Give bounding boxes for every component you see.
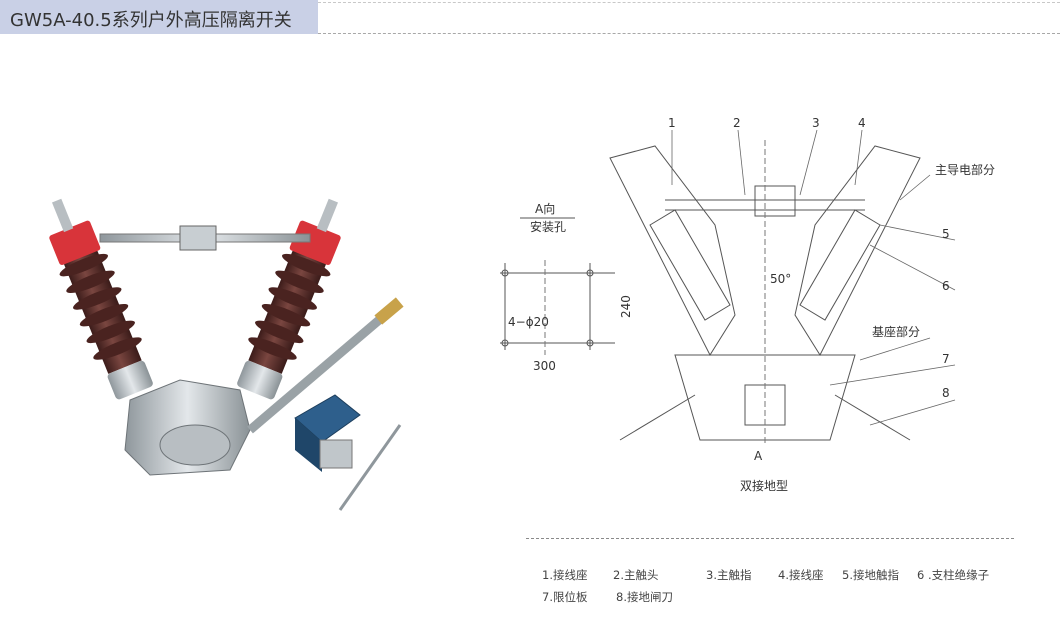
label-main-conductive: 主导电部分: [935, 162, 995, 177]
manual-handle: [338, 424, 402, 511]
mount-holes: 4−ϕ20: [508, 315, 549, 329]
legend-item-8: 8.接地闸刀: [616, 590, 673, 604]
mount-width: 300: [533, 359, 556, 373]
legend-item-2: 2.主触头: [613, 568, 659, 582]
mechanism-box: [294, 394, 361, 472]
legend-divider: [526, 538, 1014, 539]
title-bar: GW5A-40.5系列户外高压隔离开关: [0, 0, 318, 34]
label-base: 基座部分: [872, 324, 920, 339]
contact-bar: [99, 225, 311, 251]
legend-item-1: 1.接线座: [542, 568, 588, 582]
legend-item-6: 6 .支柱绝缘子: [917, 568, 990, 582]
left-insulator: [49, 198, 153, 400]
legend-item-4: 4.接线座: [778, 568, 824, 582]
base-casting: [124, 379, 251, 476]
header-divider-top: [318, 2, 1060, 3]
callout-5: 5: [942, 227, 950, 241]
drawing-caption: 双接地型: [740, 478, 788, 493]
callout-7: 7: [942, 352, 950, 366]
label-view-a: A: [754, 449, 763, 463]
technical-drawing: 1 2 3 4 5 6 7 8 主导电部分 基座部分 50° A 双接地型 A向…: [500, 116, 995, 493]
mount-height: 240: [619, 295, 633, 318]
mount-title-top: A向: [535, 201, 555, 216]
callout-2: 2: [733, 116, 741, 130]
callout-6: 6: [942, 279, 950, 293]
page-title: GW5A-40.5系列户外高压隔离开关: [10, 10, 292, 31]
mount-title-bottom: 安装孔: [530, 219, 566, 234]
label-angle: 50°: [770, 272, 791, 286]
callout-8: 8: [942, 386, 950, 400]
callout-3: 3: [812, 116, 820, 130]
operating-rod: [247, 297, 404, 434]
legend-item-3: 3.主触指: [706, 568, 752, 582]
product-photo: [49, 198, 404, 511]
legend-item-5: 5.接地触指: [842, 568, 899, 582]
right-insulator: [237, 198, 341, 400]
callout-4: 4: [858, 116, 866, 130]
legend-item-7: 7.限位板: [542, 590, 588, 604]
header-divider: [318, 33, 1060, 34]
callout-1: 1: [668, 116, 676, 130]
